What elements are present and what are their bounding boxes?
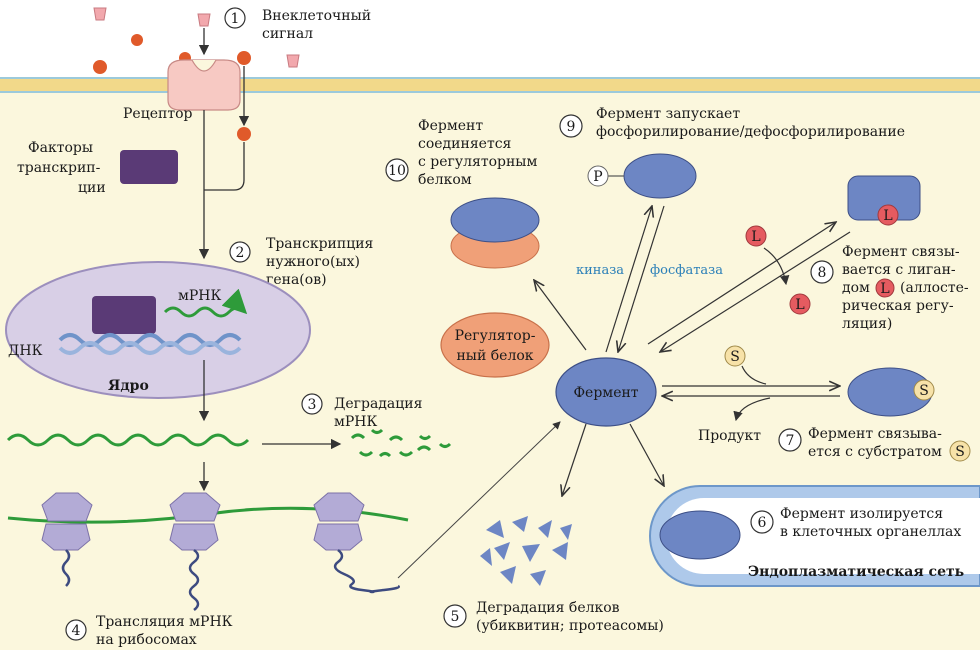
protein-fragments: [480, 516, 572, 586]
mrna-fragments: [350, 428, 452, 458]
step-8-number: 8: [818, 265, 827, 281]
substrate-free: [724, 345, 746, 367]
central-enzyme-label: Фермент: [573, 385, 638, 401]
ribosome-2: [169, 492, 221, 611]
step-2-line-1: Транскрипция: [266, 236, 374, 252]
ligand-inline: [875, 278, 895, 298]
transcription-factor: [120, 150, 178, 184]
step-6-number: 6: [758, 515, 767, 531]
step-1-number: 1: [231, 11, 240, 27]
complex-enzyme: [450, 197, 540, 243]
cell-membrane: [0, 78, 980, 92]
dna-label: ДНК: [8, 343, 43, 359]
mrna-label: мРНК: [178, 288, 222, 304]
step-1-marker: [224, 7, 246, 29]
product-label: Продукт: [698, 428, 761, 444]
step-10-line-4: белком: [418, 172, 472, 188]
step-7-number: 7: [786, 433, 795, 449]
step-8-marker: [810, 260, 834, 284]
step-5-marker: [443, 604, 467, 628]
step-2-marker: [229, 241, 251, 263]
nucleus-label: Ядро: [108, 378, 149, 394]
step-4-number: 4: [72, 623, 81, 639]
phosphatase-label: фосфатаза: [650, 263, 723, 278]
isolated-enzyme: [659, 510, 741, 560]
substrate-free-label: S: [730, 349, 740, 365]
tf-label-3: ции: [78, 180, 106, 196]
step-3-number: 3: [308, 397, 317, 413]
ligand-inline-label: L: [880, 281, 889, 297]
ligand-free-2: [789, 293, 811, 315]
step-1-line-1: Внеклеточный: [262, 8, 371, 24]
step-8-line-6: ляция): [842, 316, 892, 332]
tf-label-1: Факторы: [28, 140, 93, 156]
step-8-line-3: дом: [842, 280, 870, 296]
signal-molecules: [93, 7, 300, 74]
ribosome-1: [41, 492, 93, 587]
step-9-number: 9: [567, 119, 576, 135]
receptor: [167, 59, 241, 111]
step-2-line-2: нужного(ых): [266, 254, 360, 270]
step-8-line-2: вается с лиган-: [842, 262, 956, 278]
step-5-line-1: Деградация белков: [476, 600, 620, 616]
step-8-line-1: Фермент связы-: [842, 244, 960, 260]
ligand-free-1-label: L: [751, 229, 760, 245]
step-6-marker: [750, 510, 774, 534]
step-10-line-3: с регуляторным: [418, 154, 537, 170]
step-10-number: 10: [388, 163, 406, 179]
substrate-bound-label: S: [919, 383, 929, 399]
phosphate-label: P: [593, 169, 602, 185]
tf-label-2: транскрип-: [17, 160, 101, 176]
substrate-inline-label: S: [955, 444, 965, 460]
step-10-line-1: Фермент: [418, 118, 483, 134]
step-8-line-5: рическая регу-: [842, 298, 954, 314]
step-10-line-2: соединяется: [418, 136, 512, 152]
regulatory-label-2: ный белок: [456, 348, 533, 364]
substrate-inline: [949, 440, 971, 462]
central-enzyme: [555, 357, 657, 427]
phosphorylated-enzyme: [623, 153, 697, 199]
step-10-marker: [385, 158, 409, 182]
step-9-line-1: Фермент запускает: [596, 106, 740, 122]
regulatory-protein: [440, 312, 550, 378]
step-1-line-2: сигнал: [262, 26, 313, 42]
step-4-line-2: на рибосомах: [96, 632, 197, 648]
kinase-label: киназа: [576, 263, 624, 278]
substrate-bound: [913, 379, 935, 401]
step-2-line-3: гена(ов): [266, 272, 327, 288]
tf-bound-to-dna: [92, 296, 156, 334]
step-6-line-2: в клеточных органеллах: [780, 524, 961, 540]
step-9-line-2: фосфорилирование/дефосфорилирование: [596, 124, 905, 140]
phosphate-marker: [587, 165, 609, 187]
ligand-bound-label: L: [883, 208, 892, 224]
step-9-marker: [559, 114, 583, 138]
step-3-marker: [301, 393, 323, 415]
nucleus: [5, 261, 311, 399]
step-5-line-2: (убиквитин; протеасомы): [476, 618, 664, 634]
step-3-line-2: мРНК: [334, 414, 378, 430]
step-8-line-4: (аллосте-: [900, 280, 969, 296]
ligand-free-1: [745, 225, 767, 247]
step-5-number: 5: [451, 609, 460, 625]
ribosome-3: [313, 492, 400, 594]
step-4-line-1: Трансляция мРНК: [96, 614, 233, 630]
mrna-strand: [6, 433, 250, 447]
step-7-line-2: ется с субстратом: [808, 444, 942, 460]
step-3-line-1: Деградация: [334, 396, 423, 412]
ligand-bound: [877, 204, 899, 226]
step-6-line-1: Фермент изолируется: [780, 506, 943, 522]
ligand-free-2-label: L: [795, 297, 804, 313]
regulatory-label-1: Регулятор-: [455, 328, 536, 344]
step-7-line-1: Фермент связыва-: [808, 426, 942, 442]
step-4-marker: [65, 619, 87, 641]
er-label: Эндоплазматическая сеть: [748, 564, 964, 580]
receptor-label: Рецептор: [123, 106, 192, 122]
step-2-number: 2: [236, 245, 245, 261]
step-7-marker: [778, 428, 802, 452]
